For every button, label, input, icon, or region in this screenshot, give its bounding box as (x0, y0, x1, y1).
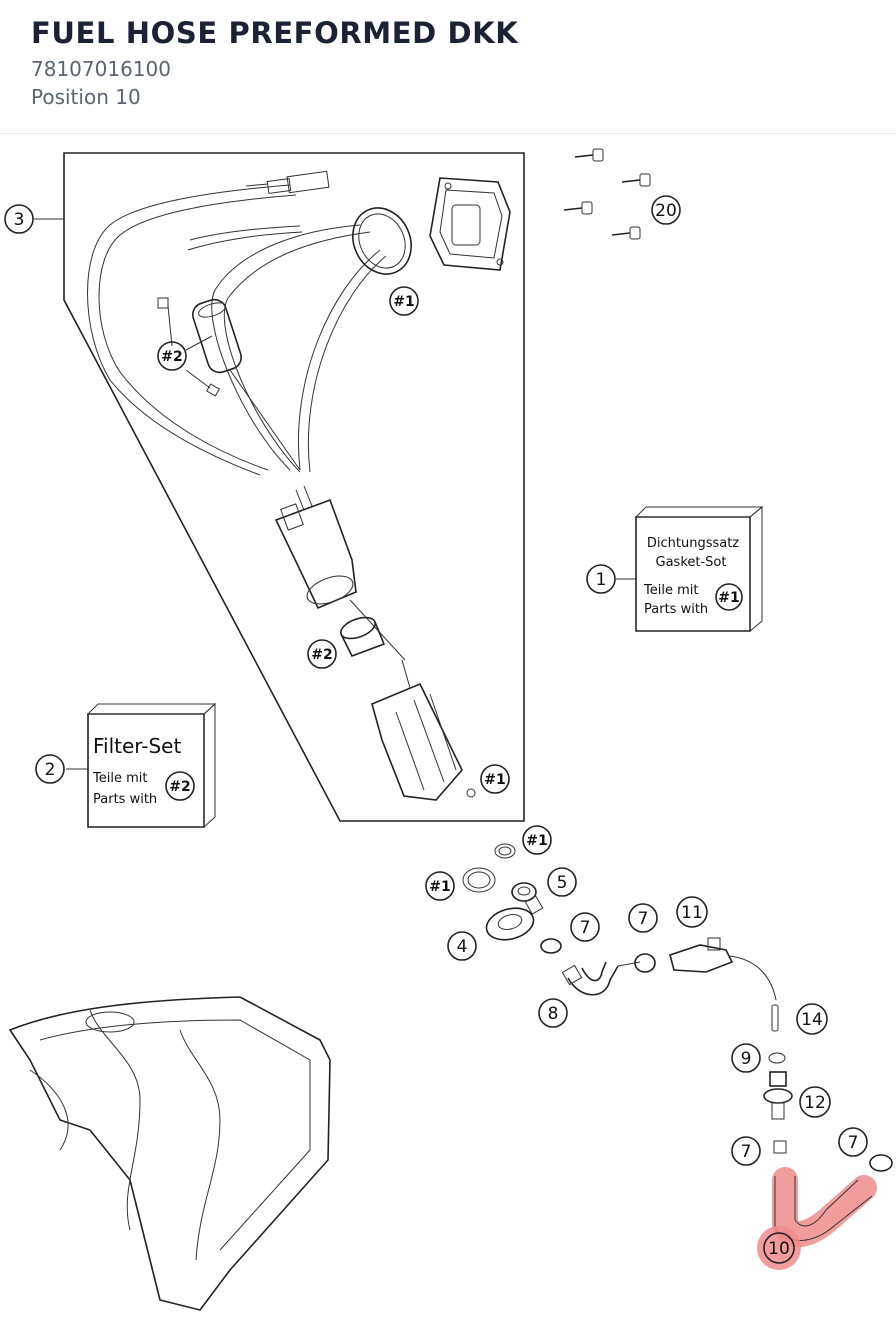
callout-20[interactable]: 20 (651, 195, 681, 225)
callout-3[interactable]: 3 (4, 204, 34, 234)
svg-text:10: 10 (768, 1239, 790, 1259)
svg-text:4: 4 (457, 937, 468, 957)
filter-set-line1: Teile mit (92, 771, 147, 786)
ref-1-flange[interactable]: #1 (389, 286, 419, 316)
svg-text:7: 7 (741, 1142, 752, 1162)
svg-text:5: 5 (557, 873, 568, 893)
callout-5[interactable]: 5 (547, 867, 577, 897)
fuel-lines (87, 184, 406, 661)
tank-flange-seal (485, 907, 535, 941)
ref-1-o-ring-small[interactable]: #1 (522, 825, 552, 855)
pin-14 (771, 1004, 779, 1032)
ref-1-strainer[interactable]: #1 (480, 764, 510, 794)
electrical-connector (245, 170, 330, 195)
ref-2-filter[interactable]: #2 (157, 341, 187, 371)
o-ring-9 (768, 1052, 786, 1064)
callout-2[interactable]: 2 (35, 754, 65, 784)
svg-text:#2: #2 (311, 647, 332, 663)
callout-8[interactable]: 8 (538, 998, 568, 1028)
svg-text:3: 3 (14, 210, 25, 230)
part-header: FUEL HOSE PREFORMED DKK 78107016100 Posi… (0, 0, 896, 134)
svg-text:14: 14 (801, 1010, 823, 1030)
callout-12[interactable]: 12 (799, 1086, 831, 1118)
svg-text:7: 7 (848, 1133, 859, 1153)
flange-gasket-ring (352, 207, 412, 275)
gasket-set-line2: Gasket-Sot (656, 555, 727, 570)
screw-set (563, 148, 651, 240)
fuel-strainer (371, 659, 476, 801)
part-number: 78107016100 (31, 57, 171, 81)
filter-set-title: Filter-Set (93, 734, 181, 758)
svg-text:#1: #1 (429, 879, 450, 895)
gasket-set-box: Dichtungssatz Gasket-Sot Teile mit Parts… (616, 505, 764, 633)
part-title: FUEL HOSE PREFORMED DKK (31, 16, 519, 50)
svg-text:#1: #1 (526, 833, 547, 849)
inline-fuel-filter (157, 297, 242, 397)
svg-text:#2: #2 (161, 349, 182, 365)
elbow-hose-8 (561, 961, 641, 996)
svg-text:#1: #1 (393, 294, 414, 310)
callout-7-d[interactable]: 7 (838, 1127, 868, 1157)
gasket-set-line3: Teile mit (643, 583, 698, 598)
callout-7-c[interactable]: 7 (731, 1136, 761, 1166)
ref-2-sleeve[interactable]: #2 (307, 639, 337, 669)
fuel-pump-assembly-frame (34, 152, 525, 822)
fitting-12 (763, 1071, 793, 1120)
filter-set-line2: Parts with (93, 792, 157, 807)
hose-clamp (540, 938, 562, 954)
filter-set-ref: #2 (169, 779, 190, 795)
callout-1[interactable]: 1 (586, 564, 616, 594)
svg-text:11: 11 (681, 903, 703, 923)
ref-1-o-ring-large[interactable]: #1 (425, 871, 455, 901)
fuel-tank (8, 996, 331, 1311)
callout-14[interactable]: 14 (796, 1003, 828, 1035)
svg-text:8: 8 (548, 1004, 559, 1024)
clamp-small-right (869, 1154, 893, 1172)
svg-text:#1: #1 (484, 772, 505, 788)
svg-text:12: 12 (804, 1093, 826, 1113)
svg-text:9: 9 (741, 1049, 752, 1069)
gasket-set-line1: Dichtungssatz (647, 536, 739, 551)
o-rings (462, 843, 516, 893)
filter-sleeve (340, 616, 386, 658)
svg-text:20: 20 (655, 201, 677, 221)
callout-9[interactable]: 9 (731, 1043, 761, 1073)
filter-set-box: Filter-Set Teile mit Parts with #2 (66, 702, 217, 829)
callout-7-b[interactable]: 7 (628, 903, 658, 933)
gasket-set-ref: #1 (718, 590, 739, 606)
quick-coupling (634, 937, 777, 1001)
part-position: Position 10 (31, 85, 141, 109)
callout-11[interactable]: 11 (676, 896, 708, 928)
gasket-set-line4: Parts with (644, 602, 708, 617)
callout-7-a[interactable]: 7 (570, 912, 600, 942)
svg-text:7: 7 (638, 909, 649, 929)
clamp-small-left (773, 1140, 787, 1154)
callout-10-highlighted[interactable]: 10 (757, 1226, 801, 1270)
callout-4[interactable]: 4 (447, 931, 477, 961)
fuel-outlet-nipple (511, 882, 544, 915)
svg-text:2: 2 (45, 760, 56, 780)
svg-text:7: 7 (580, 918, 591, 938)
pump-flange-plate (429, 177, 511, 271)
svg-text:1: 1 (596, 570, 607, 590)
fuel-pump-body (274, 485, 357, 610)
